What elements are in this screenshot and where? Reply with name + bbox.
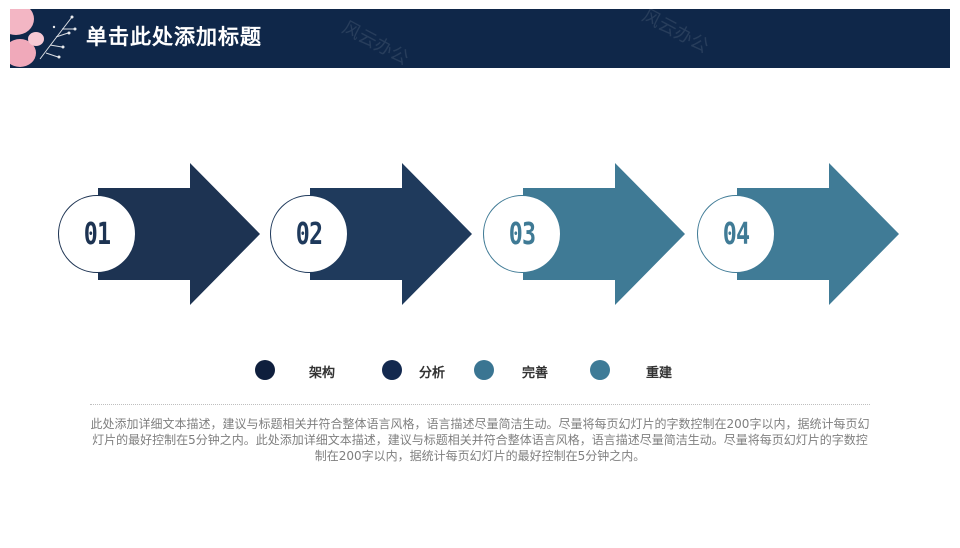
arrow-3 [523, 163, 685, 305]
legend-label: 架构 [309, 366, 336, 381]
divider [90, 404, 870, 405]
step-1-badge: 01 [58, 195, 136, 273]
step-1: 01 [58, 163, 263, 305]
step-3-badge: 03 [483, 195, 561, 273]
legend-label: 分析 [419, 366, 446, 381]
arrow-shape [310, 163, 472, 305]
step-3-number: 03 [508, 216, 536, 252]
floral-decoration [10, 9, 77, 67]
step-3: 03 [483, 163, 688, 305]
description-text: 此处添加详细文本描述，建议与标题相关并符合整体语言风格，语言描述尽量简洁生动。尽… [90, 417, 870, 463]
arrow-shape [737, 163, 899, 305]
legend-dot [590, 360, 610, 380]
legend-dot [382, 360, 402, 380]
arrow-shape [98, 163, 260, 305]
arrow-shape [523, 163, 685, 305]
step-2-badge: 02 [270, 195, 348, 273]
legend-dot [255, 360, 275, 380]
page-title: 单击此处添加标题 [86, 25, 262, 49]
step-1-number: 01 [83, 216, 111, 252]
step-4-number: 04 [722, 216, 750, 252]
legend-label: 重建 [646, 366, 673, 381]
step-2: 02 [270, 163, 475, 305]
step-4-badge: 04 [697, 195, 775, 273]
arrow-4 [737, 163, 899, 305]
watermark: 风云办公 [338, 17, 413, 68]
legend-label: 完善 [522, 366, 549, 381]
arrow-1 [98, 163, 260, 305]
legend-dot [474, 360, 494, 380]
step-4: 04 [697, 163, 902, 305]
watermark: 风云办公 [638, 9, 713, 58]
step-2-number: 02 [295, 216, 323, 252]
title-bar: 风云办公 风云办公 单击此处添加标题 [10, 9, 950, 68]
arrow-2 [310, 163, 472, 305]
